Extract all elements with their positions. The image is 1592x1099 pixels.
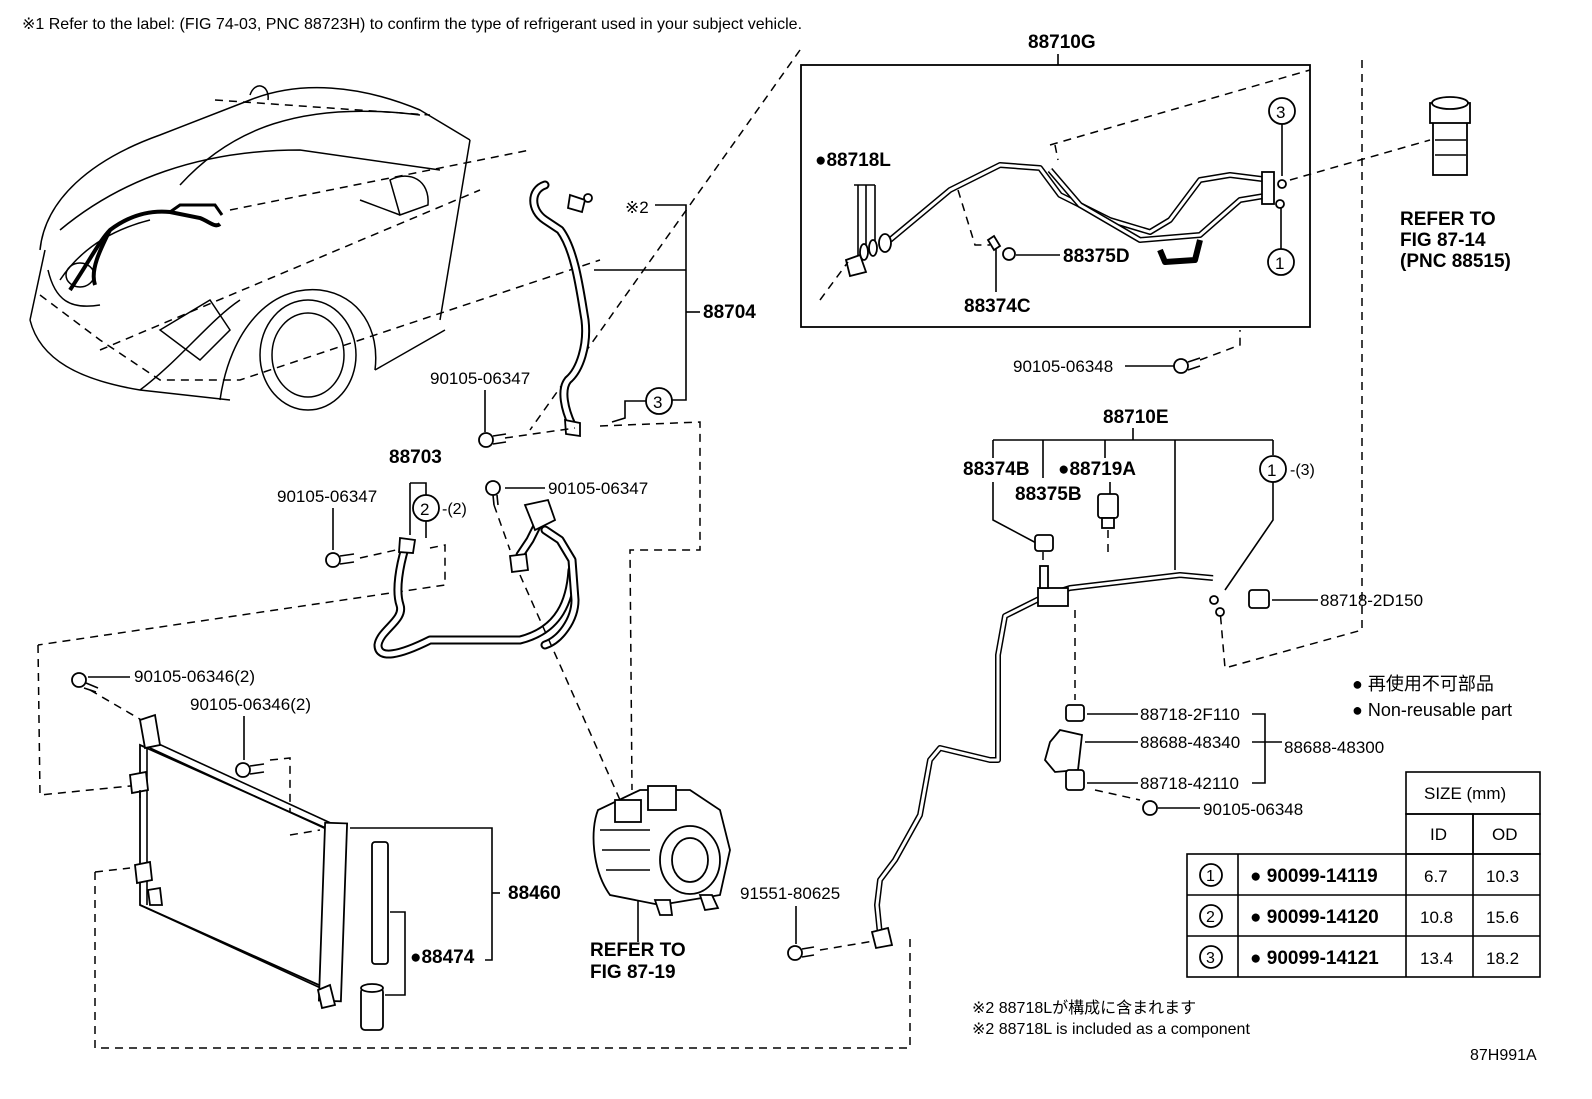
label-88718-42110: 88718-42110 [1140,774,1239,793]
ring-1-top-label: 1 [1275,254,1284,273]
size-row-id: 6.7 [1424,867,1448,886]
receiver-strip [371,841,389,965]
size-row-part: ● 90099-14119 [1250,866,1378,887]
clamp-88718-2D150-illustration [1248,589,1270,609]
bolt-icon [71,672,99,693]
bolt-icon [787,945,815,961]
size-row-part: ● 90099-14121 [1250,948,1379,969]
label-bolt-90105-06348-bottom: 90105-06348 [1203,800,1303,819]
label-88474: ●88474 [410,947,475,968]
bolt-icon [1173,357,1201,374]
label-88688-48340: 88688-48340 [1140,733,1240,752]
ring-3-hose-label: 3 [653,393,662,412]
size-row-id: 10.8 [1420,908,1453,927]
label-88718-2D150: 88718-2D150 [1320,591,1423,610]
pressure-switch-illustration [1097,493,1119,529]
refer-fig-87-19-line1: REFER TO [590,940,686,961]
header-note: ※1 Refer to the label: (FIG 74-03, PNC 8… [22,16,802,33]
condenser-illustration [129,713,349,1010]
vehicle-front-illustration [29,85,471,411]
refer-fig-87-14-line1: REFER TO [1400,209,1496,230]
label-88710G: 88710G [1028,32,1096,53]
assembly-box-88710G [800,64,1311,328]
size-row-ref: 2 [1206,909,1215,926]
ring-2-label: 2 [420,500,429,519]
bracket-illustration [1044,704,1085,791]
size-table-col-id: ID [1430,825,1447,844]
label-88688-48300: 88688-48300 [1284,738,1384,757]
refer-fig-87-14-line2: FIG 87-14 [1400,230,1486,251]
label-88374B: 88374B [963,459,1030,480]
size-row-part: ● 90099-14120 [1250,907,1379,928]
bolt-icon [478,432,507,448]
o-ring-size-table: SIZE (mm) ID OD 1 ● 90099-14119 6.7 10.3… [1186,771,1541,978]
compressor-illustration [592,785,731,916]
label-88719A: ●88719A [1058,459,1136,480]
size-row-od: 18.2 [1486,949,1519,968]
cap-illustration [1034,534,1054,552]
size-row-od: 10.3 [1486,867,1519,886]
ring-2-qty: -(2) [442,501,467,518]
label-bolt-90105-06346-a: 90105-06346(2) [134,667,255,686]
label-88718-2F110: 88718-2F110 [1140,705,1240,724]
bolt-icon [325,552,355,568]
receiver-part-illustration [1429,96,1471,176]
size-row-od: 15.6 [1486,908,1519,927]
legend-non-reusable-en: ● Non-reusable part [1352,700,1512,720]
label-88704: 88704 [703,302,756,323]
ring-1-mid-qty: -(3) [1290,462,1315,479]
label-88460: 88460 [508,883,561,904]
label-bolt-90105-06347-a: 90105-06347 [430,369,530,388]
label-88374C: 88374C [964,296,1031,317]
ring-1-mid-label: 1 [1267,461,1276,480]
label-bolt-90105-06348-top: 90105-06348 [1013,357,1113,376]
label-88718L: ●88718L [815,150,891,171]
dryer-cartridge-illustration [360,983,384,1031]
figure-id: 87H991A [1470,1047,1537,1064]
bolt-icon [235,762,265,778]
label-88710E: 88710E [1103,407,1169,428]
bolt-icon [485,480,501,506]
label-91551-80625: 91551-80625 [740,884,840,903]
refer-fig-87-14-line3: (PNC 88515) [1400,251,1511,272]
bolt-icon [1142,800,1158,816]
note-2-en: ※2 88718L is included as a component [972,1021,1250,1038]
note-2-marker: ※2 [625,198,649,217]
label-88375D: 88375D [1063,246,1130,267]
label-88375B: 88375B [1015,484,1082,505]
label-bolt-90105-06347-b: 90105-06347 [277,487,377,506]
ring-3-top-label: 3 [1276,103,1285,122]
size-row-ref: 1 [1206,868,1215,885]
note-2-jp: ※2 88718Lが構成に含まれます [972,999,1196,1017]
refer-fig-87-19-line2: FIG 87-19 [590,962,676,983]
label-bolt-90105-06347-c: 90105-06347 [548,479,648,498]
legend-non-reusable-jp: ● 再使用不可部品 [1352,674,1494,694]
label-88703: 88703 [389,447,442,468]
size-row-ref: 3 [1206,950,1215,967]
size-table-title: SIZE (mm) [1424,784,1506,803]
size-table-col-od: OD [1492,825,1518,844]
label-bolt-90105-06346-b: 90105-06346(2) [190,695,311,714]
size-row-id: 13.4 [1420,949,1453,968]
